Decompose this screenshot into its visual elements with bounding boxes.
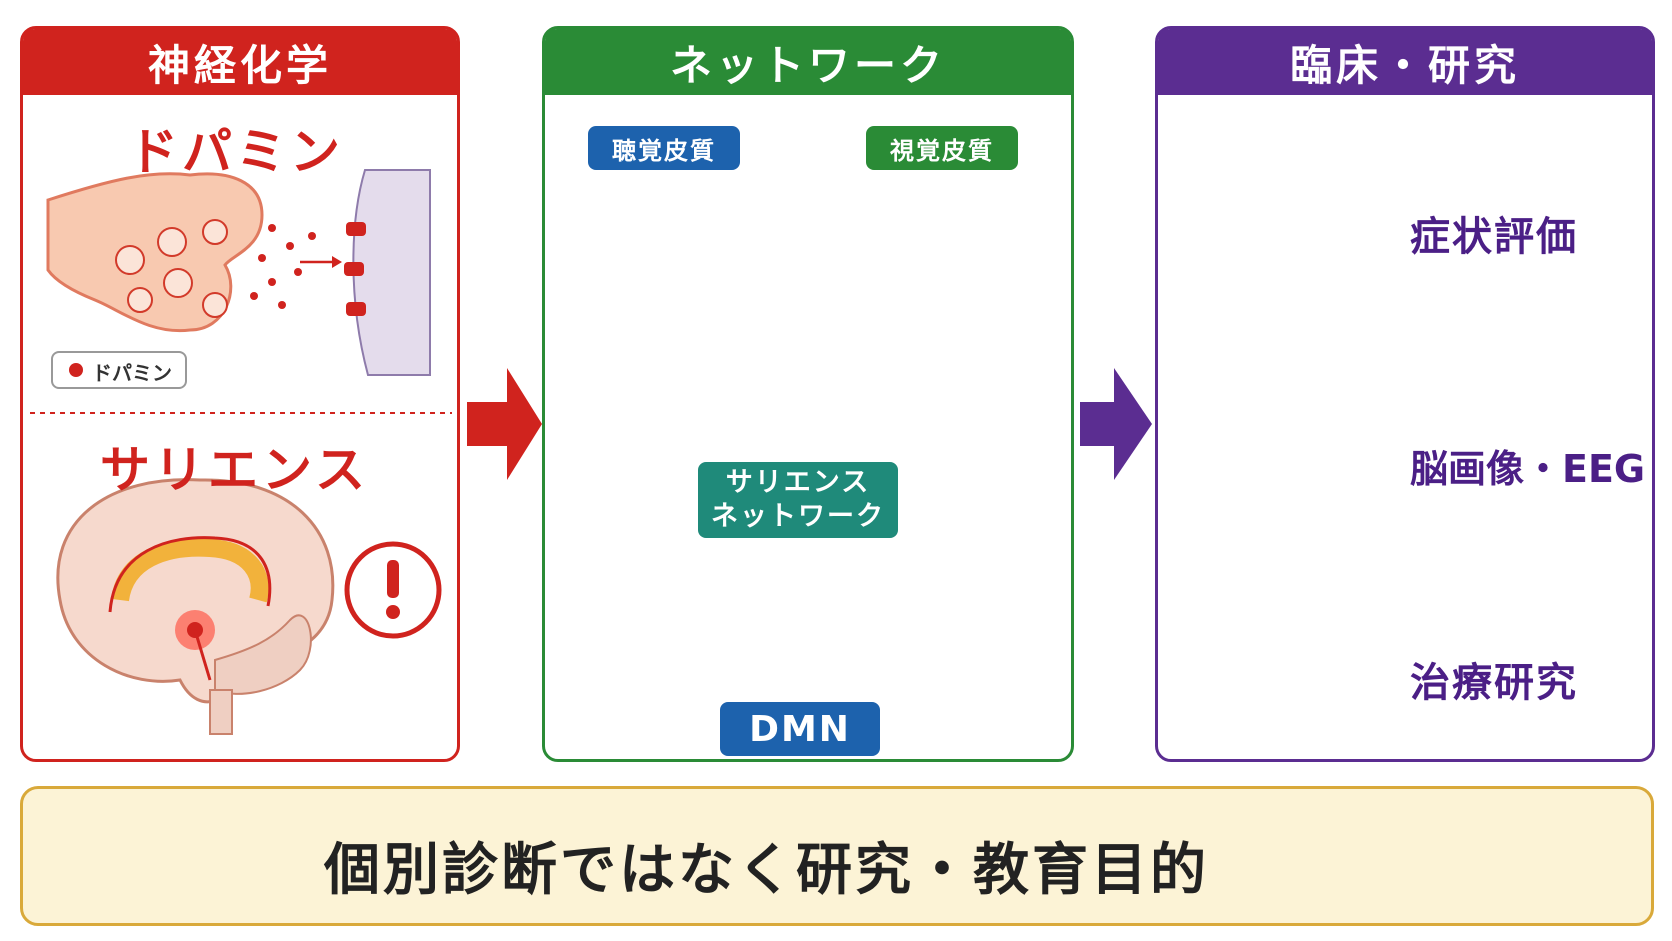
visual-cortex-label: 視覚皮質 [866,126,1018,170]
auditory-cortex-label: 聴覚皮質 [588,126,740,170]
salience-heading: サリエンス [100,441,369,499]
symptom-assessment-label: 症状評価 [1410,214,1578,260]
alert-circle-icon [344,541,442,639]
disclaimer-banner [20,786,1654,926]
disclaimer-text: 個別診断ではなく研究・教育目的 [324,838,1209,903]
arrow-neuro-to-network-icon [467,368,542,480]
salience-network-label: サリエンス ネットワーク [698,462,898,538]
salience-network-label-line2: ネットワーク [711,501,885,532]
dmn-label: DMN [720,702,880,756]
synapse-illustration [46,169,431,376]
clinical-research-title: 臨床・研究 [1158,29,1652,95]
neurochemistry-title: 神経化学 [23,29,457,95]
dopamine-heading: ドパミン [128,123,344,181]
dopamine-legend-label: ドパミン [92,361,172,385]
brain-imaging-eeg-label: 脳画像・EEG [1410,447,1646,491]
salience-network-label-line1: サリエンス [725,467,871,498]
arrow-network-to-clinical-icon [1080,368,1152,480]
network-title: ネットワーク [545,29,1071,95]
salience-brain-icon [56,478,335,735]
treatment-research-label: 治療研究 [1410,660,1578,706]
clinical-research-panel: 臨床・研究 [1155,26,1655,762]
